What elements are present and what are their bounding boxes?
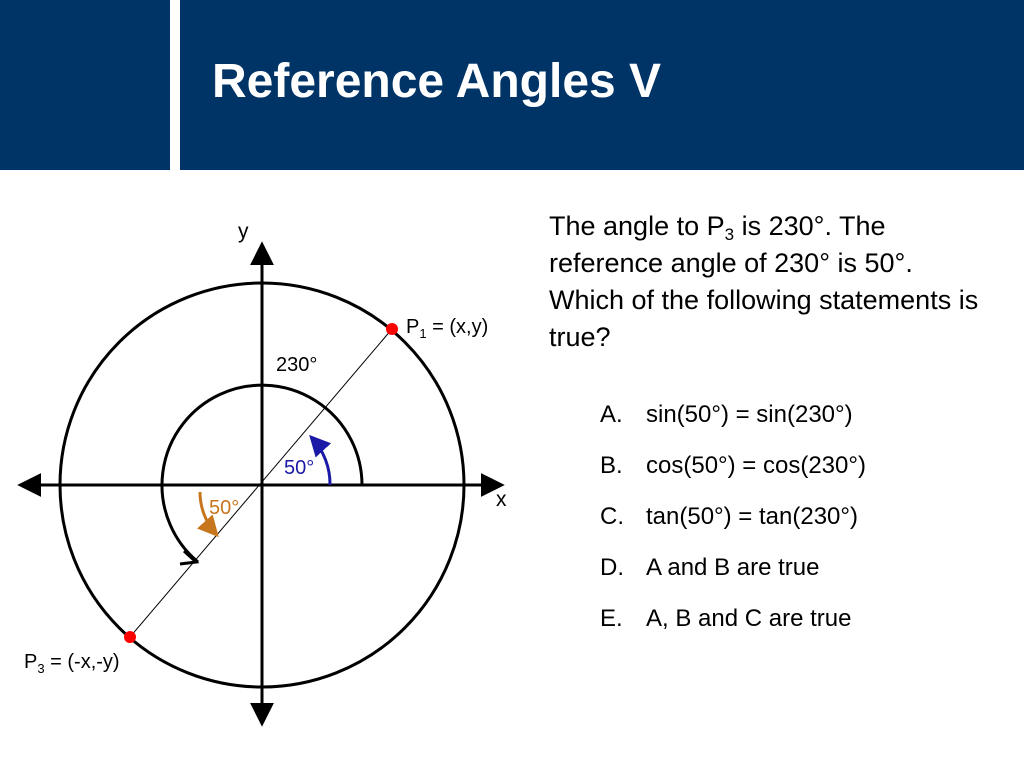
option-text: A and B are true xyxy=(646,554,820,581)
option-text: tan(50°) = tan(230°) xyxy=(646,503,858,530)
reference-angle-arc-orange xyxy=(196,491,219,538)
option-letter: A. xyxy=(600,401,623,428)
angle-230-arc xyxy=(160,383,364,564)
point-p3 xyxy=(124,631,136,643)
answer-option[interactable]: C. tan(50°) = tan(230°) xyxy=(600,500,866,551)
option-text: cos(50°) = cos(230°) xyxy=(646,452,866,479)
point-p1 xyxy=(386,323,398,335)
option-letter: D. xyxy=(600,554,624,581)
answer-option[interactable]: D. A and B are true xyxy=(600,551,866,602)
header-accent-bar xyxy=(0,0,170,170)
unit-circle-diagram: y x 230° 50° 50° P1 = (x,y) P3 = (-x,-y) xyxy=(17,220,507,727)
point-p1-label: P1 = (x,y) xyxy=(406,316,488,341)
angle-230-arrowhead xyxy=(179,549,200,566)
x-axis-label: x xyxy=(496,488,507,511)
question-text: The angle to P3 is 230°. The reference a… xyxy=(549,211,979,352)
reference-angle-label-orange: 50° xyxy=(209,497,239,519)
point-p3-label: P3 = (-x,-y) xyxy=(24,651,120,676)
header-bar xyxy=(180,0,1024,170)
angle-230-label: 230° xyxy=(276,354,317,376)
y-axis-label: y xyxy=(238,220,249,243)
answer-option[interactable]: B. cos(50°) = cos(230°) xyxy=(600,449,866,500)
option-text: sin(50°) = sin(230°) xyxy=(646,401,853,428)
terminal-line xyxy=(129,328,393,638)
page-title: Reference Angles V xyxy=(212,55,662,108)
answer-option[interactable]: E. A, B and C are true xyxy=(600,602,866,653)
answer-options: A. sin(50°) = sin(230°) B. cos(50°) = cos(… xyxy=(600,398,866,653)
answer-option[interactable]: A. sin(50°) = sin(230°) xyxy=(600,398,866,449)
reference-angle-label-blue: 50° xyxy=(284,457,314,479)
option-text: A, B and C are true xyxy=(646,605,852,632)
option-letter: B. xyxy=(600,452,623,479)
option-letter: C. xyxy=(600,503,624,530)
reference-angle-arc-blue xyxy=(309,434,332,486)
option-letter: E. xyxy=(600,605,623,632)
